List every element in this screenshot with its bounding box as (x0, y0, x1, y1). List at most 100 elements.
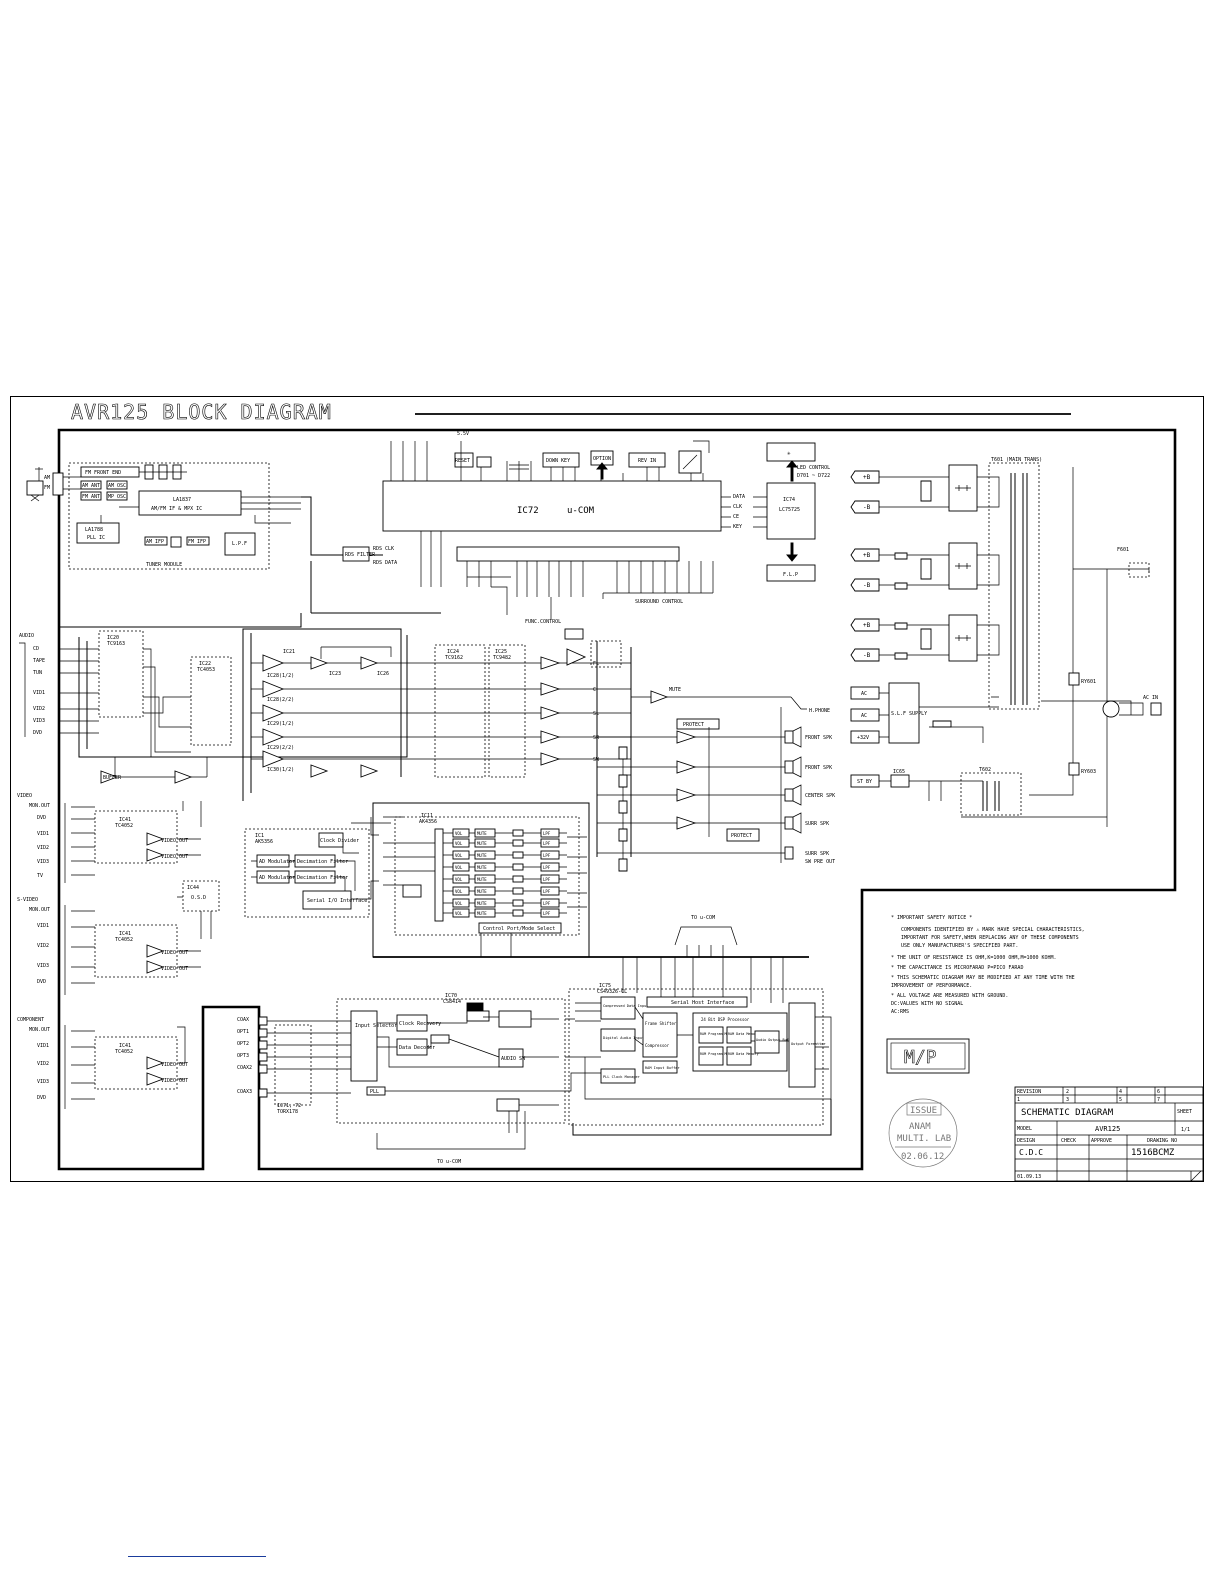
speaker-terminals: FRONT SPK FRONT SPK CENTER SPK SURR SPK … (784, 726, 835, 865)
note-line-9: DC:VALUES WITH NO SIGNAL (891, 1001, 963, 1007)
note-line-2: IMPORTANT FOR SAFETY,WHEN REPLACING ANY … (901, 935, 1079, 941)
video-in-vid3: VID3 (37, 859, 49, 865)
speaker-surr-l (784, 816, 794, 830)
dsp-ch-1: IC28(1/2) (267, 673, 294, 679)
fm-front-end-label: FM FRONT END (85, 470, 121, 476)
audio-in-vid3: VID3 (33, 718, 45, 724)
volume-ic-boundary (434, 644, 486, 778)
dac-channel-row: VOL MUTE LPF (443, 886, 567, 896)
data-decoder-label: Data Decoder (399, 1045, 435, 1051)
dac-ic: IC11 (421, 813, 433, 819)
rev-num-4: 4 (1119, 1089, 1122, 1095)
dac-lpf-label: LPF (543, 831, 551, 836)
video-ic-part-1: TC4052 (115, 823, 133, 829)
dac-vol-label: VOL (455, 831, 463, 836)
dac-filter-block (512, 829, 524, 837)
issue-stamp: ISSUE ANAM MULTI. LAB 02.06.12 (888, 1098, 958, 1168)
ac-plug-icon (1102, 700, 1120, 718)
channel-c: C (593, 687, 596, 693)
dac-filter-block (512, 863, 524, 871)
video-in-dvd: DVD (37, 815, 46, 821)
dac-lpf-label: LPF (543, 901, 551, 906)
rds-filter (342, 546, 370, 562)
dac-lpf-label: LPF (543, 889, 551, 894)
input-selector-boundary (98, 630, 144, 718)
optical-part: TORX178 (277, 1109, 298, 1115)
vreg-ic-label: IC65 (893, 769, 905, 775)
rom-data (726, 1046, 752, 1066)
led-arrow-icon (786, 460, 798, 482)
speaker-center (784, 788, 794, 802)
digital-in-coax2: COAX2 (237, 1065, 252, 1071)
audio-out-buffer (754, 1030, 780, 1054)
speaker-label-5: SURR SPK (805, 851, 829, 857)
ad-modulator-label-2: AD Modulator (259, 875, 295, 881)
dsp-core-label: 24 Bit DSP Processor (701, 1017, 750, 1022)
rds-clk-label: RDS CLK (373, 546, 394, 552)
stamp-line-2: MULTI. LAB (897, 1134, 951, 1144)
digital-in-coax: COAX (237, 1017, 249, 1023)
pll-ic-desc: PLL IC (87, 535, 105, 541)
rev-num-1: 1 (1017, 1097, 1020, 1103)
rail-1: +B (863, 474, 871, 481)
revision-label: REVISION (1017, 1089, 1041, 1095)
tone-ic: IC25 (495, 649, 507, 655)
dac-vol-label: VOL (455, 901, 463, 906)
led-block (766, 442, 816, 462)
dac-lpf-label: LPF (543, 853, 551, 858)
approve-label: APPROVE (1091, 1138, 1112, 1144)
optical-receivers (274, 1024, 312, 1106)
dac-mute-label: MUTE (477, 889, 487, 894)
ic-left-label: IC21 (283, 649, 295, 655)
adc-serial-io (302, 890, 352, 910)
rec-selector-part: TC4053 (197, 667, 215, 673)
rail-labels: +B -B +B -B +B -B AC AC +32V ST BY (850, 470, 880, 788)
main-transformer-boundary (988, 462, 1040, 710)
dsp-section: TO u-COM COAX OPT1 OPT2 OPT3 COAX2 COAX3… (237, 915, 832, 1165)
volume-ic: IC24 (447, 649, 459, 655)
fm-ant-label: FM ANT (82, 494, 100, 500)
input-selector-label: Input Selector (355, 1023, 397, 1029)
compressed-input-label: Compressed Data Input Interface (603, 1004, 670, 1008)
dsp-ch-2: IC28(2/2) (267, 697, 294, 703)
rev-num-3: 3 (1066, 1097, 1069, 1103)
note-line-3: USE ONLY MANUFACTURER'S SPECIFIED PART. (901, 943, 1018, 949)
svideo-label: S-VIDEO (17, 897, 38, 903)
speaker-label-1: FRONT SPK (805, 735, 832, 741)
reset-label: RESET (455, 458, 470, 464)
input-selector (350, 1010, 378, 1082)
receiver-boundary (336, 998, 566, 1124)
dac-mute-label: MUTE (477, 911, 487, 916)
tuner-module: TUNER MODULE AM FM FM FRONT END AM ANT F… (26, 462, 301, 570)
ucom-desc: u-COM (567, 506, 595, 516)
speaker-label-2: FRONT SPK (805, 765, 832, 771)
schematic-sheet: AVR125 BLOCK DIAGRAM TUNER MODULE AM FM … (10, 396, 1204, 1182)
receiver-ic: IC70 (445, 993, 457, 999)
adc-section: IC1 AK5356 Clock Divider AD Modulator AD… (244, 817, 391, 918)
dac-control-port (478, 922, 562, 934)
mp-osc-label: MP OSC (108, 494, 126, 500)
adc-serial-label: Serial I/O Interface (307, 898, 367, 904)
am-fm-ic-name: LA1837 (173, 497, 191, 503)
stamp-line-1: ANAM (909, 1122, 931, 1132)
audio-in-cd: CD (33, 646, 39, 652)
fm-input-label: FM (44, 485, 50, 491)
fm-ifp-label: FM IFP (188, 539, 206, 545)
note-line-4: * THE UNIT OF RESISTANCE IS OHM,K=1000 O… (891, 955, 1057, 961)
standby-transformer (960, 772, 1022, 816)
video-out-2a: VIDEO OUT (161, 950, 188, 956)
input-fifo (642, 1060, 678, 1074)
speaker-label-3: CENTER SPK (805, 793, 835, 799)
lr-inverter (496, 1098, 520, 1112)
digital-in-opt1: OPT1 (237, 1029, 249, 1035)
am-input-label: AM (44, 475, 50, 481)
title-block: REVISION 1 2 3 4 5 6 7 SCHEMATIC DIAGRAM… (1014, 1086, 1204, 1182)
svideo-in-vid2: VID2 (37, 943, 49, 949)
dac-filter-block (512, 851, 524, 859)
rail-7: +32V (857, 735, 869, 741)
fuse-label: F601 (1117, 547, 1129, 553)
dac-vol-label: VOL (455, 853, 463, 858)
dac-vol-label: VOL (455, 889, 463, 894)
dac-filter-block (512, 909, 524, 917)
am-ifp-label: AM IFP (146, 539, 164, 545)
